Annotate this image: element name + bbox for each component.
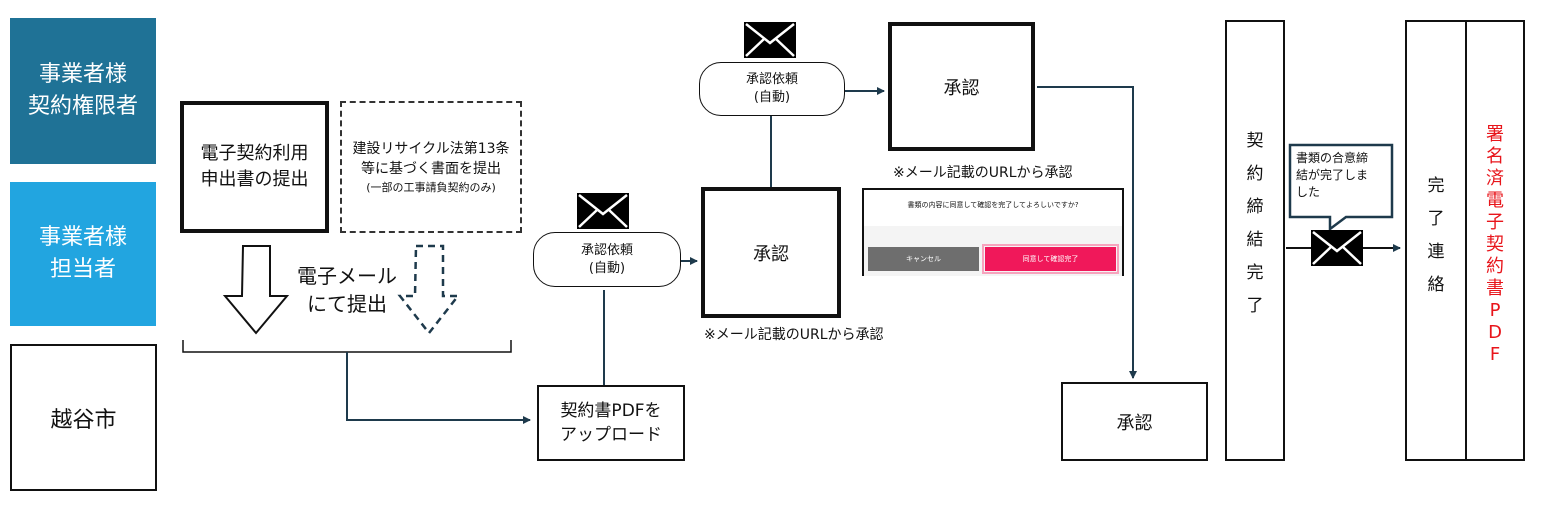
char: 了: [1246, 296, 1264, 316]
authority-approve-label: 承認: [943, 77, 980, 99]
staff-url-note: ※メール記載のURLから承認: [704, 327, 884, 343]
contract-complete-text: 契 約 締 結 完 了: [1247, 125, 1264, 323]
staff-request-line2: (自動): [588, 260, 626, 276]
envelope-icon: [576, 192, 630, 230]
bubble-line2: 結が完了しま: [1296, 168, 1369, 182]
submission-bracket: [182, 340, 512, 353]
recycling-line1: 建設リサイクル法第13条: [352, 140, 510, 157]
char: 済: [1486, 168, 1504, 189]
dialog-question: 書類の内容に同意して確認を完了してよろしいですか?: [907, 201, 1079, 209]
lane-staff: 事業者様 担当者: [10, 182, 156, 326]
upload-line2: アップロード: [560, 425, 662, 445]
confirm-dialog: 書類の内容に同意して確認を完了してよろしいですか? キャンセル 同意して確認完了: [862, 188, 1124, 276]
staff-approve-box: 承認: [701, 187, 841, 318]
char: 子: [1486, 212, 1504, 233]
bracket-to-upload-arrow: [346, 352, 531, 424]
authority-to-city-arrow: [1037, 86, 1137, 379]
authority-approve-box: 承認: [888, 22, 1035, 151]
staff-approve-label: 承認: [753, 243, 789, 265]
char: 約: [1486, 256, 1504, 277]
staff-request-line1: 承認依頼: [580, 242, 633, 258]
application-line1: 電子契約利用: [200, 143, 309, 164]
application-form-box: 電子契約利用 申出書の提出: [180, 101, 329, 233]
signed-pdf-box: 署 名 済 電 子 契 約 書 P D F: [1465, 20, 1525, 461]
char: 連: [1427, 242, 1445, 262]
bubble-line1: 書類の合意締: [1296, 151, 1369, 165]
city-approve-label: 承認: [1116, 412, 1153, 434]
recycling-law-box: 建設リサイクル法第13条 等に基づく書面を提出 (一部の工事請負契約のみ): [340, 101, 522, 233]
authority-url-note: ※メール記載のURLから承認: [893, 165, 1073, 181]
char: 契: [1486, 234, 1504, 255]
envelope-icon: [743, 21, 797, 59]
signed-pdf-text: 署 名 済 電 子 契 約 書 P D F: [1486, 124, 1504, 366]
lane-authority-line1: 事業者様: [38, 62, 127, 87]
char: 結: [1246, 230, 1264, 250]
char: 書: [1486, 278, 1504, 299]
char: P: [1489, 300, 1501, 321]
char: 署: [1486, 124, 1504, 145]
lane-staff-line1: 事業者様: [38, 225, 127, 250]
envelope-icon: [1310, 229, 1364, 267]
lane-contract-authority: 事業者様 契約権限者: [10, 18, 156, 164]
email-label-line2: にて提出: [307, 292, 387, 316]
lane-authority-line2: 契約権限者: [27, 94, 138, 119]
staff-approval-request: 承認依頼 (自動): [533, 232, 681, 287]
completion-bubble-shape: [1288, 143, 1394, 231]
char: 約: [1246, 164, 1264, 184]
char: 名: [1486, 146, 1504, 167]
dialog-confirm-button[interactable]: 同意して確認完了: [985, 247, 1116, 271]
lane-city-label: 越谷市: [50, 407, 117, 433]
char: 電: [1486, 190, 1504, 211]
upload-contract-box: 契約書PDFを アップロード: [537, 385, 685, 461]
contract-complete-box: 契 約 締 結 完 了: [1225, 20, 1285, 461]
char: 締: [1246, 197, 1264, 217]
authority-request-line2: (自動): [753, 90, 791, 105]
city-approve-box: 承認: [1061, 382, 1208, 461]
application-line2: 申出書の提出: [200, 169, 309, 190]
lane-city: 越谷市: [10, 344, 157, 491]
completion-notice-text: 完 了 連 絡: [1428, 170, 1445, 302]
dialog-cancel-button[interactable]: キャンセル: [868, 247, 979, 271]
char: 完: [1246, 263, 1264, 283]
authority-approval-request: 承認依頼 (自動): [699, 62, 845, 116]
dashed-down-arrow: [397, 244, 461, 336]
email-submit-label: 電子メール にて提出: [282, 262, 412, 318]
completion-bubble-text: 書類の合意締 結が完了しま した: [1296, 150, 1388, 201]
completion-notice-box: 完 了 連 絡: [1405, 20, 1467, 461]
char: F: [1489, 344, 1501, 365]
upload-line1: 契約書PDFを: [560, 401, 662, 421]
email-label-line1: 電子メール: [297, 264, 397, 288]
recycling-line2: 等に基づく書面を提出: [361, 160, 501, 177]
authority-request-line1: 承認依頼: [745, 72, 798, 87]
char: 了: [1427, 209, 1445, 229]
recycling-line3: (一部の工事請負契約のみ): [366, 180, 496, 194]
lane-staff-line2: 担当者: [49, 257, 116, 282]
char: 絡: [1427, 275, 1445, 295]
bubble-line3: した: [1296, 185, 1321, 199]
solid-down-arrow: [222, 245, 290, 335]
char: D: [1488, 322, 1502, 343]
char: 契: [1246, 131, 1264, 151]
char: 完: [1427, 176, 1445, 196]
